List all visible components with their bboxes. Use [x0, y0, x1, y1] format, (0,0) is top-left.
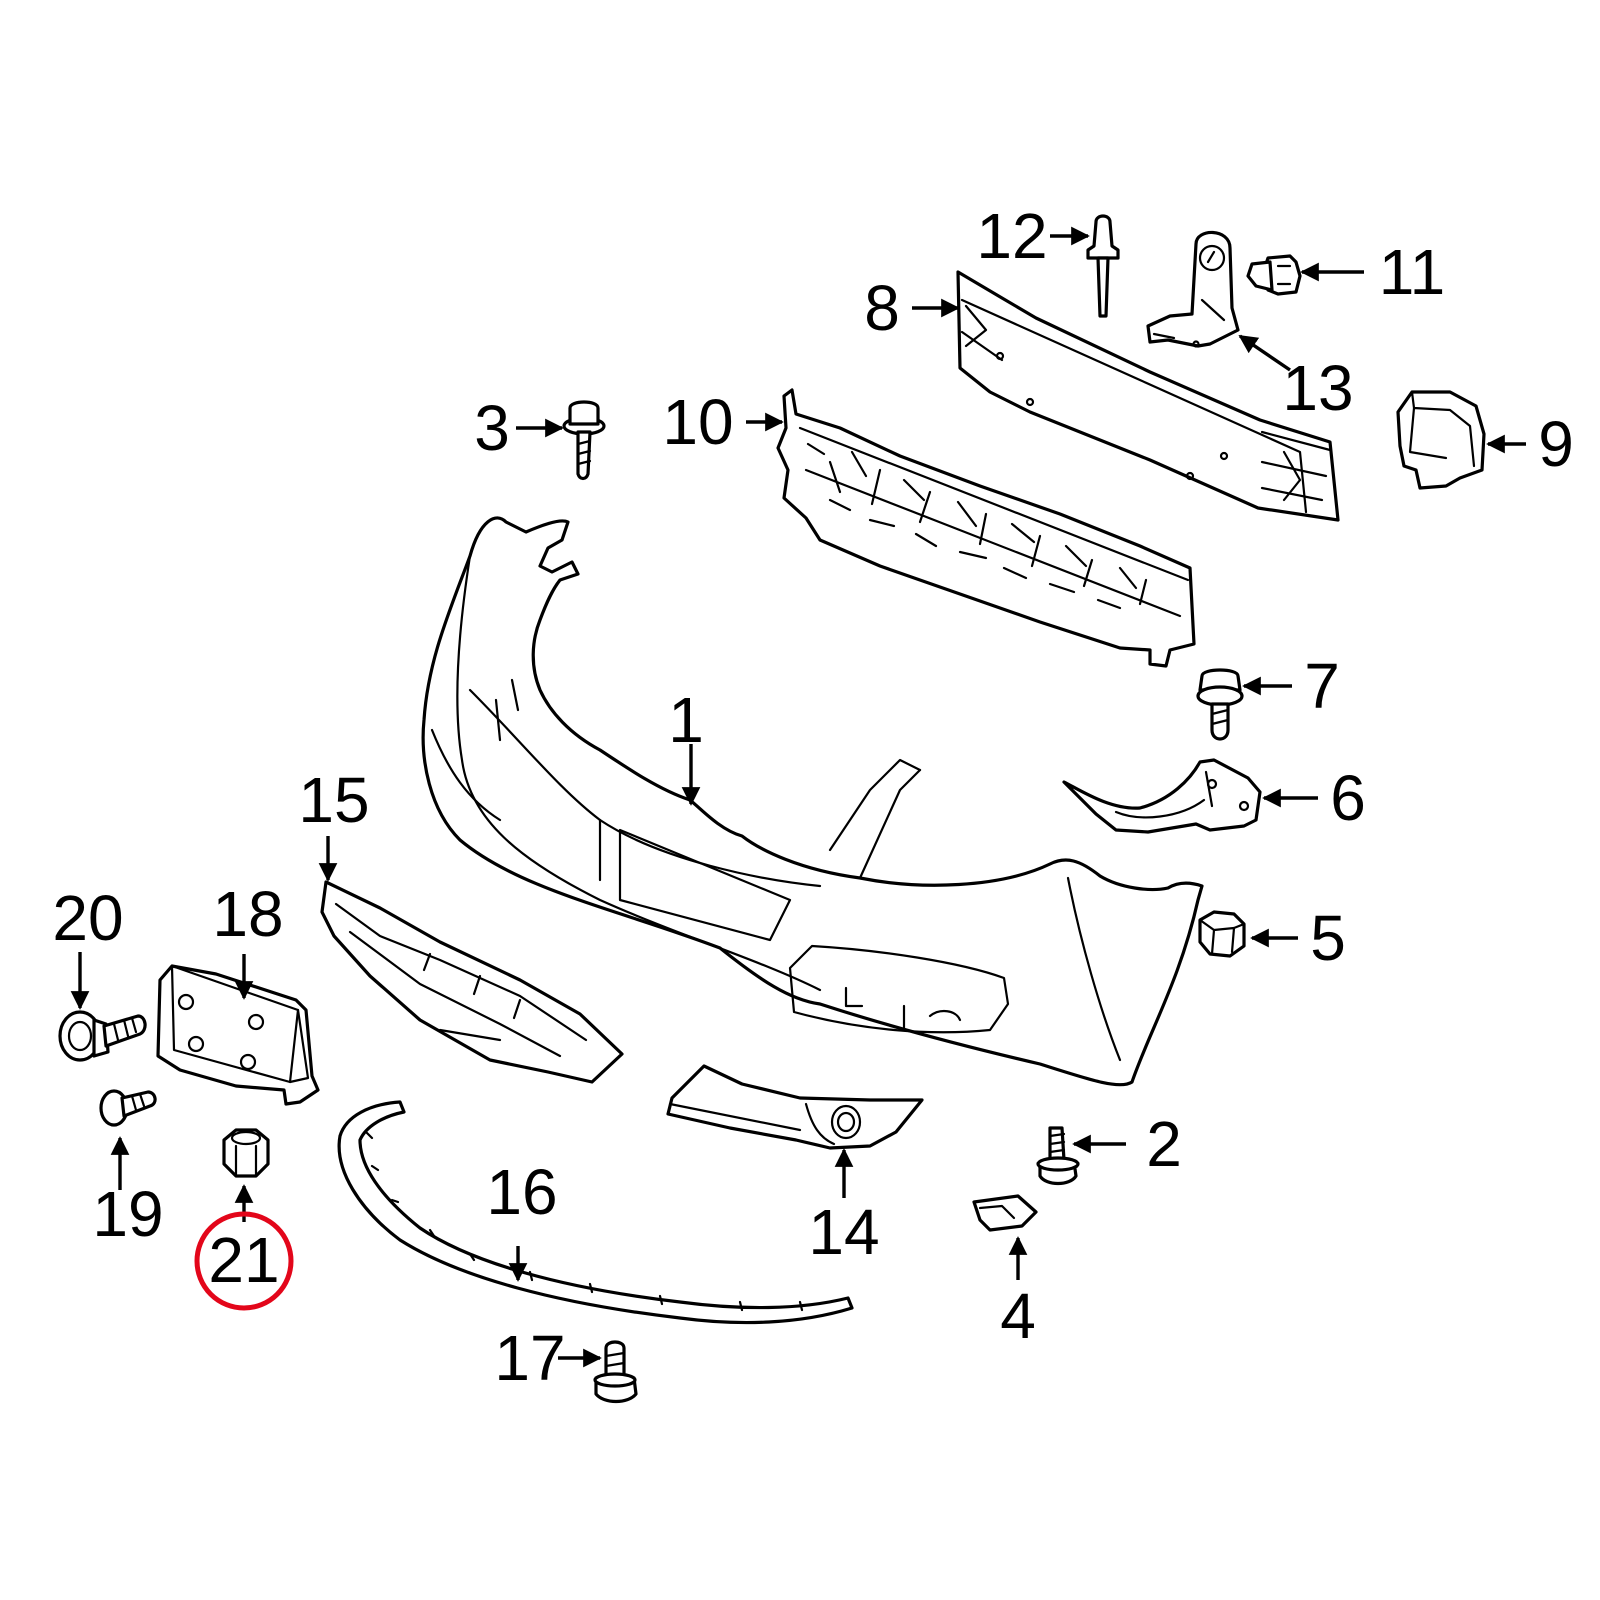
part-16-deflector-strip: [337, 1100, 854, 1325]
part-17-bolt: [593, 1340, 638, 1404]
part-14-fog-lamp-trim: [666, 1064, 924, 1150]
part-2-bolt: [1036, 1126, 1080, 1186]
callout-9: 9: [1538, 408, 1574, 480]
callout-16: 16: [486, 1156, 557, 1228]
part-21-nut: [222, 1128, 270, 1178]
callout-13: 13: [1282, 352, 1353, 424]
highlight-circle: [194, 1211, 294, 1311]
part-5-nut: [1198, 910, 1246, 958]
callout-12: 12: [976, 200, 1047, 272]
callout-leaders: [70, 226, 1526, 1368]
part-18-license-plate-bracket: [156, 964, 320, 1106]
callout-11: 11: [1379, 236, 1445, 308]
callout-2: 2: [1146, 1108, 1182, 1180]
part-19-bolt: [99, 1089, 157, 1127]
callout-3: 3: [474, 392, 510, 464]
callout-8: 8: [864, 272, 900, 344]
callout-17: 17: [494, 1322, 565, 1394]
part-11-clip: [1246, 254, 1302, 296]
part-10-energy-absorber: [776, 388, 1196, 668]
callout-19: 19: [92, 1178, 163, 1250]
callout-18: 18: [212, 878, 283, 950]
callout-5: 5: [1310, 902, 1346, 974]
part-12-rivet: [1086, 214, 1120, 318]
part-4-retainer: [972, 1194, 1038, 1232]
part-7-screw: [1196, 668, 1244, 741]
part-1-bumper-cover: [421, 516, 1204, 1087]
callout-6: 6: [1330, 762, 1366, 834]
callout-20: 20: [52, 882, 123, 954]
callout-10: 10: [662, 386, 733, 458]
callout-1: 1: [668, 684, 704, 756]
callout-21: 21: [208, 1224, 279, 1296]
part-9-side-bracket: [1396, 390, 1486, 490]
part-15-lower-grille: [320, 880, 624, 1084]
callout-4: 4: [1000, 1280, 1036, 1352]
leader-13: [1238, 334, 1291, 372]
part-20-bolt: [58, 1010, 147, 1062]
callout-15: 15: [298, 764, 369, 836]
callout-14: 14: [808, 1196, 879, 1268]
part-13-bracket: [1146, 230, 1240, 348]
part-6-lower-bracket: [1062, 758, 1262, 834]
callout-labels: 1 2 3 4 5 6 7 8 9 10 11 12 13 14 15 16 1…: [52, 200, 1573, 1394]
part-8-reinforcement-bar: [956, 270, 1340, 522]
part-3-screw: [562, 400, 606, 481]
callout-7: 7: [1304, 650, 1340, 722]
